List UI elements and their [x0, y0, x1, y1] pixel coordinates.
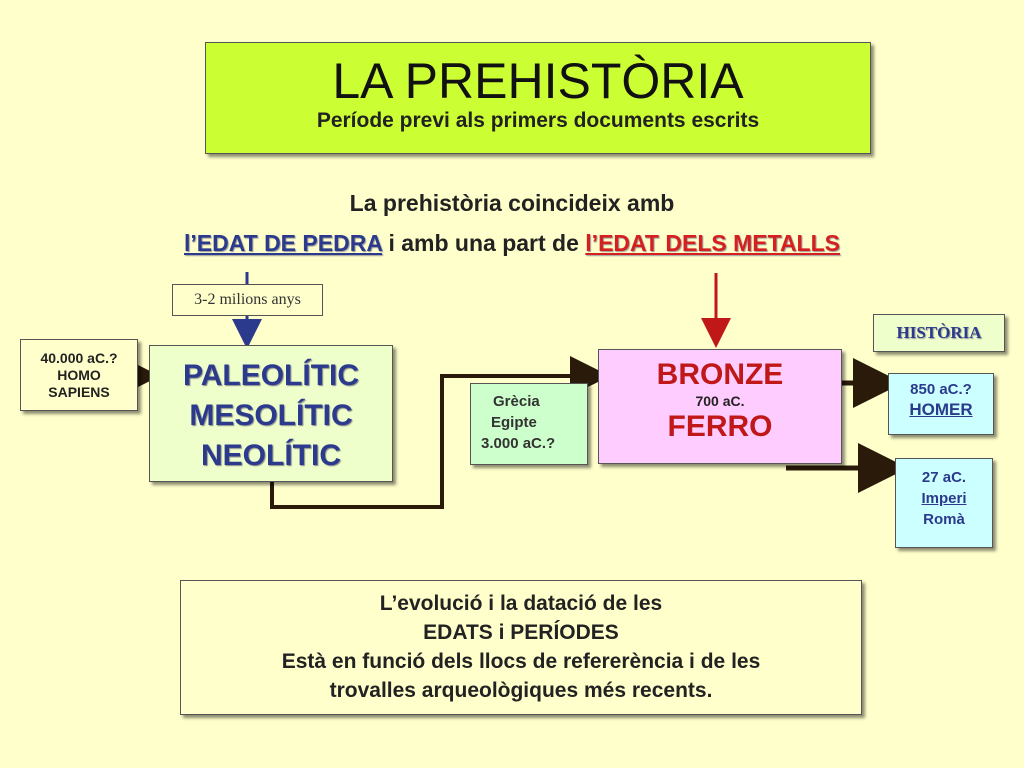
metal-age-label: l’EDAT DELS METALLS: [585, 230, 840, 256]
title-box: LA PREHISTÒRIA Període previ als primers…: [205, 42, 871, 154]
period-neolithic: NEOLÍTIC: [201, 439, 341, 472]
note-line-1: L’evolució i la datació de les: [379, 592, 663, 615]
homer-name: HOMER: [909, 400, 973, 419]
roman-empire-date: 27 aC.: [921, 469, 967, 486]
homo-sapiens-box: 40.000 aC.? HOMO SAPIENS: [20, 339, 138, 411]
note-line-3: Està en funció dels llocs de refererènci…: [281, 650, 761, 673]
page-title: LA PREHISTÒRIA: [332, 53, 744, 109]
civilization-greece: Grècia: [493, 393, 540, 410]
homo-sapiens-date: 40.000 aC.?: [40, 349, 118, 366]
homo-sapiens-line-2: SAPIENS: [48, 383, 110, 400]
homo-sapiens-line-1: HOMO: [57, 366, 101, 383]
metal-age-box: BRONZE 700 aC. FERRO: [598, 349, 842, 464]
roman-empire-line-2: Romà: [923, 511, 965, 528]
homer-date: 850 aC.?: [910, 381, 972, 398]
homer-box: 850 aC.? HOMER: [888, 373, 994, 435]
note-line-4: trovalles arqueològiques més recents.: [329, 679, 713, 702]
roman-empire-box: 27 aC. Imperi Romà: [895, 458, 993, 548]
period-paleolithic: PALEOLÍTIC: [182, 359, 360, 392]
stone-age-duration: 3-2 milions anys: [172, 284, 323, 316]
note-line-2: EDATS i PERÍODES: [423, 621, 619, 644]
stone-age-periods-box: PALEOLÍTIC MESOLÍTIC NEOLÍTIC: [149, 345, 393, 482]
intro-line-1: La prehistòria coincideix amb: [349, 190, 675, 216]
iron-age-label: FERRO: [667, 410, 773, 443]
dating-note-box: L’evolució i la datació de les EDATS i P…: [180, 580, 862, 715]
period-mesolithic: MESOLÍTIC: [189, 399, 353, 432]
neolithic-to-metal-connector: [270, 356, 610, 509]
early-civilizations-box: Grècia Egipte 3.000 aC.?: [470, 383, 588, 465]
bronze-age-date: 700 aC.: [695, 393, 745, 409]
intro-line-2: l’EDAT DE PEDRA i amb una part de l’EDAT…: [0, 230, 1024, 257]
page-subtitle: Període previ als primers documents escr…: [316, 109, 760, 132]
history-label: HISTÒRIA: [873, 314, 1005, 352]
civilization-date: 3.000 aC.?: [481, 435, 556, 452]
roman-empire-line-1: Imperi: [921, 490, 967, 507]
intro-connector-text: i amb una part de: [382, 230, 586, 256]
bronze-age-label: BRONZE: [656, 358, 784, 391]
civilization-egypt: Egipte: [491, 414, 537, 431]
stone-age-label: l’EDAT DE PEDRA: [184, 230, 383, 256]
